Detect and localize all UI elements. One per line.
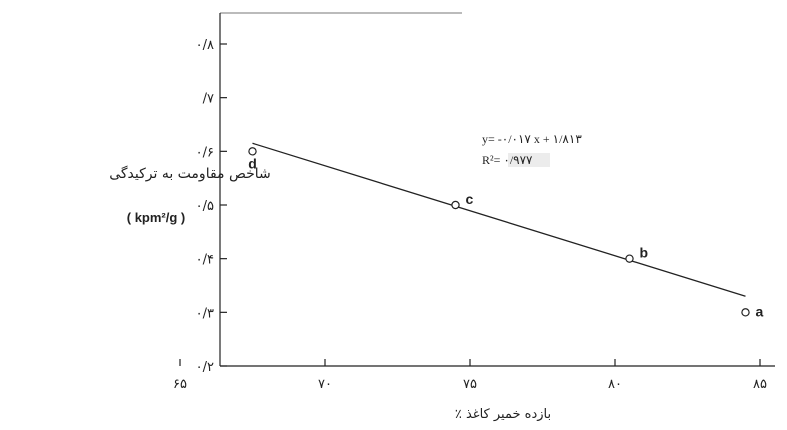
x-tick-label: ۸۰ (608, 377, 622, 392)
x-ticks: ۶۵ ۷۰ ۷۵ ۸۰ ۸۵ (173, 359, 767, 392)
y-tick-label: ۰/۵ (196, 199, 214, 214)
y-tick-label: /۷ (203, 92, 214, 107)
x-tick-label: ۷۵ (463, 377, 477, 392)
data-point-d (248, 147, 257, 156)
point-label-d: d (248, 155, 257, 171)
r-squared-highlight (508, 153, 550, 167)
y-tick-label: ۰/۲ (196, 360, 214, 375)
y-axis-label: شاخص مقاومت به ترکیدگی (109, 165, 271, 182)
trendline-group (252, 142, 746, 297)
data-point-a (741, 308, 750, 317)
x-tick-label: ۸۵ (753, 377, 767, 392)
equation-label: y= -۰/۰۱۷ x + ۱/۸۱۳ (482, 132, 582, 146)
x-tick-label: ۶۵ (173, 377, 187, 392)
y-tick-label: ۰/۴ (196, 253, 214, 268)
y-tick-label: ۰/۶ (196, 145, 214, 160)
x-tick-label: ۷۰ (318, 377, 332, 392)
point-label-c: c (466, 191, 474, 207)
point-label-a: a (756, 303, 764, 319)
y-tick-label: ۰/۸ (196, 38, 214, 53)
point-label-b: b (640, 245, 649, 261)
x-axis-label: بازده خمیر کاغذ ٪ (455, 407, 551, 422)
y-ticks: ۰/۲ ۰/۳ ۰/۴ ۰/۵ ۰/۶/۷ ۰/۸ (196, 38, 227, 375)
trendline (252, 142, 746, 297)
r-squared-label: R²= ۰/۹۷۷ (482, 153, 533, 167)
points-group: d c b a (248, 147, 764, 319)
data-point-b (625, 254, 634, 263)
y-axis-unit: ( kpm²/g ) (127, 210, 186, 225)
data-point-c (451, 200, 460, 210)
y-tick-label: ۰/۳ (196, 306, 214, 321)
